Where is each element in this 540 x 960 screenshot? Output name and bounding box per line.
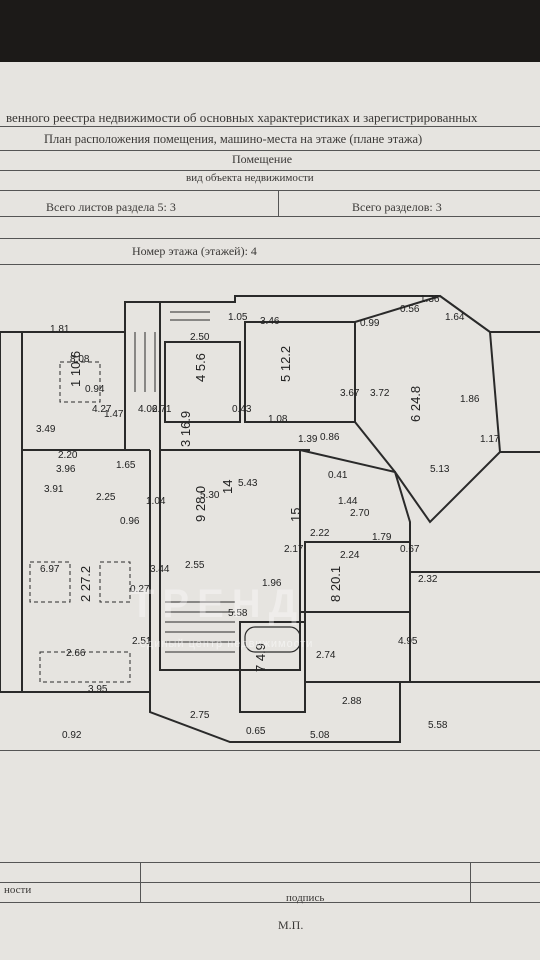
dimension-label: 6.97 <box>40 564 60 575</box>
dimension-label: 1.47 <box>104 409 124 420</box>
room-label: 2 27.2 <box>78 566 93 602</box>
dimension-label: 0.96 <box>120 516 140 527</box>
dimension-label: 1.36 <box>420 294 440 305</box>
dimension-label: 2.24 <box>340 550 360 561</box>
dimension-label: 0.27 <box>130 584 150 595</box>
room-label: 1 10.6 <box>68 351 83 387</box>
dimension-label: 2.25 <box>96 492 116 503</box>
divider <box>0 882 540 883</box>
dimension-label: 2.75 <box>190 710 210 721</box>
stamp-label: М.П. <box>278 918 304 932</box>
dimension-label: 4.06 <box>138 404 158 415</box>
dimension-label: 2.32 <box>418 574 438 585</box>
dimension-label: 1.79 <box>372 532 392 543</box>
footer-left-label: ности <box>4 884 32 896</box>
dimension-label: 3.46 <box>260 316 280 327</box>
dimension-label: 1.05 <box>228 312 248 323</box>
dimension-label: 1.44 <box>338 496 358 507</box>
divider <box>0 750 540 751</box>
dimension-label: 2.66 <box>66 648 86 659</box>
header-line-1: венного реестра недвижимости об основных… <box>6 110 478 125</box>
dimension-label: 0.43 <box>232 404 252 415</box>
room-label: 8 20.1 <box>328 566 343 602</box>
divider <box>0 126 540 127</box>
object-caption: вид объекта недвижимости <box>186 172 314 184</box>
dimension-label: 3.72 <box>370 388 390 399</box>
dimension-label: 3.96 <box>56 464 76 475</box>
watermark-brand: ТРЕНД <box>130 582 306 626</box>
dimension-label: 2.17 <box>284 544 304 555</box>
dimension-label: 2.50 <box>190 332 210 343</box>
dimension-label: 2.55 <box>185 560 205 571</box>
watermark-tagline: единый центр недвижимости <box>140 638 314 650</box>
dimension-label: 2.70 <box>350 508 370 519</box>
room-label: 14 <box>220 480 235 494</box>
dimension-label: 0.65 <box>246 726 266 737</box>
dimension-label: 1.08 <box>268 414 288 425</box>
dimension-label: 3.67 <box>340 388 360 399</box>
dimension-label: 0.99 <box>360 318 380 329</box>
room-label: 5 12.2 <box>278 346 293 382</box>
room-label: 3 16.9 <box>178 411 193 447</box>
dimension-label: 1.04 <box>146 496 166 507</box>
dimension-label: 1.39 <box>298 434 318 445</box>
divider <box>0 264 540 265</box>
dimension-label: 8.08 <box>70 354 90 365</box>
floor-plan: 1 10.6 2 27.2 3 16.9 4 5.6 5 12.2 6 24.8 7 4.9… <box>0 294 540 743</box>
dimension-label: 3.95 <box>88 684 108 695</box>
dimension-label: 1.96 <box>262 578 282 589</box>
divider <box>0 190 540 191</box>
dimension-label: 5.13 <box>430 464 450 475</box>
dimension-label: 4.27 <box>92 404 112 415</box>
dimension-label: 5.30 <box>200 490 220 501</box>
dimension-label: 2.20 <box>58 450 78 461</box>
dimension-label: 2.88 <box>342 696 362 707</box>
dimension-label: 2.51 <box>132 636 152 647</box>
divider <box>0 238 540 239</box>
room-label: 7 4.9 <box>253 643 268 672</box>
dimension-label: 0.86 <box>320 432 340 443</box>
dimension-label: 3.49 <box>36 424 56 435</box>
sections-total: Всего разделов: 3 <box>352 200 442 214</box>
dimension-label: 1.81 <box>50 324 70 335</box>
header-line-2: План расположения помещения, машино-мест… <box>44 132 423 146</box>
dimension-label: 1.86 <box>460 394 480 405</box>
divider <box>470 862 471 902</box>
dimension-label: 3.91 <box>44 484 64 495</box>
divider <box>0 216 540 217</box>
divider <box>0 170 540 171</box>
floor-number: Номер этажа (этажей): 4 <box>132 244 257 258</box>
dimension-label: 5.58 <box>428 720 448 731</box>
dimension-label: 0.56 <box>400 304 420 315</box>
dimension-label: 2.74 <box>316 650 336 661</box>
dimension-label: 5.58 <box>228 608 248 619</box>
dimension-label: 2.22 <box>310 528 330 539</box>
divider <box>0 902 540 903</box>
dimension-label: 1.65 <box>116 460 136 471</box>
dimension-label: 0.67 <box>400 544 420 555</box>
dimension-label: 1.17 <box>480 434 500 445</box>
object-label: Помещение <box>232 152 293 166</box>
document-sheet: венного реестра недвижимости об основных… <box>0 62 540 960</box>
divider <box>278 190 279 216</box>
dimension-label: 5.43 <box>238 478 258 489</box>
dimension-label: 5.08 <box>310 730 330 741</box>
dimension-label: 1.64 <box>445 312 465 323</box>
room-label: 6 24.8 <box>408 386 423 422</box>
room-label: 4 5.6 <box>193 353 208 382</box>
dimension-label: 0.41 <box>328 470 348 481</box>
room-label: 9 28.0 <box>193 486 208 522</box>
divider <box>140 862 141 902</box>
dimension-label: 0.92 <box>62 730 82 741</box>
sheets-total: Всего листов раздела 5: 3 <box>46 200 176 214</box>
room-label: 15 <box>288 508 303 522</box>
dimension-label: 2.71 <box>152 404 172 415</box>
dimension-label: 4.95 <box>398 636 418 647</box>
divider <box>0 150 540 151</box>
dimension-label: 0.94 <box>85 384 105 395</box>
signature-label: подпись <box>286 892 325 904</box>
dimension-label: 3.44 <box>150 564 170 575</box>
divider <box>0 862 540 863</box>
